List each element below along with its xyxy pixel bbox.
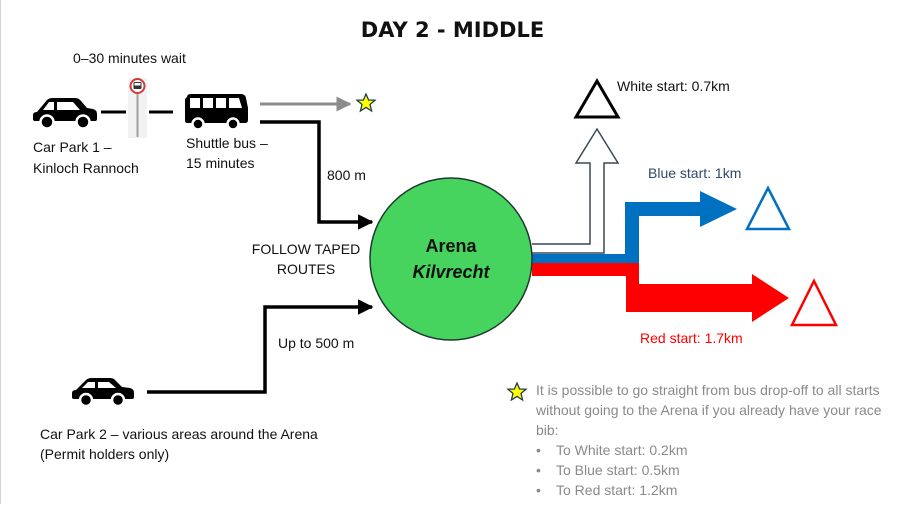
page-title: DAY 2 - MIDDLE: [360, 18, 545, 42]
note-star-icon: [506, 381, 528, 402]
bus-route-distance-label: 800 m: [327, 167, 366, 183]
blue-start-triangle: [744, 185, 792, 231]
white-start-label: White start: 0.7km: [617, 78, 730, 94]
carpark2-to-arena-route: [147, 299, 374, 394]
blue-start-label: Blue start: 1km: [648, 165, 742, 181]
follow-taped-line2: ROUTES: [276, 261, 336, 277]
wait-time-label: 0–30 minutes wait: [73, 50, 186, 66]
list-item: To White start: 0.2km: [536, 440, 901, 460]
car-park-2-label-line2: (Permit holders only): [40, 446, 170, 462]
star-icon: [355, 92, 377, 113]
car-park-2-label-line1: Car Park 2 – various areas around the Ar…: [40, 426, 318, 442]
white-route-arrow: [532, 127, 620, 254]
list-item: To Blue start: 0.5km: [536, 460, 901, 480]
shuttle-bus-icon: [185, 94, 248, 131]
arena-subname: Kilvrecht: [412, 262, 490, 282]
blue-route-arrow: [532, 191, 737, 263]
car-park-1-label-line1: Car Park 1 –: [33, 139, 112, 155]
red-start-triangle: [789, 278, 839, 327]
car-park-1-car-icon: [33, 98, 97, 130]
bus-stop-icon: [128, 78, 147, 138]
car-park-2-car-icon: [72, 378, 134, 408]
shuttle-bus-label-line1: Shuttle bus –: [186, 135, 268, 151]
bus-to-arena-route: [260, 120, 374, 230]
arena-name: Arena: [425, 236, 477, 256]
red-route-arrow: [532, 263, 789, 322]
list-item: To Red start: 1.2km: [536, 480, 901, 500]
car-park-1-label-line2: Kinloch Rannoch: [33, 160, 139, 176]
shortcut-note-text: It is possible to go straight from bus d…: [536, 382, 882, 438]
shortcut-note: It is possible to go straight from bus d…: [536, 380, 901, 500]
shuttle-bus-label-line2: 15 minutes: [186, 155, 255, 171]
arena-circle: [369, 177, 533, 341]
shortcut-distance-list: To White start: 0.2km To Blue start: 0.5…: [536, 440, 901, 500]
arena-label: Arena Kilvrecht: [371, 233, 531, 285]
carpark2-distance-label: Up to 500 m: [278, 335, 355, 351]
follow-taped-line1: FOLLOW TAPED: [251, 241, 361, 257]
red-start-label: Red start: 1.7km: [640, 330, 743, 346]
white-start-triangle: [573, 78, 621, 119]
